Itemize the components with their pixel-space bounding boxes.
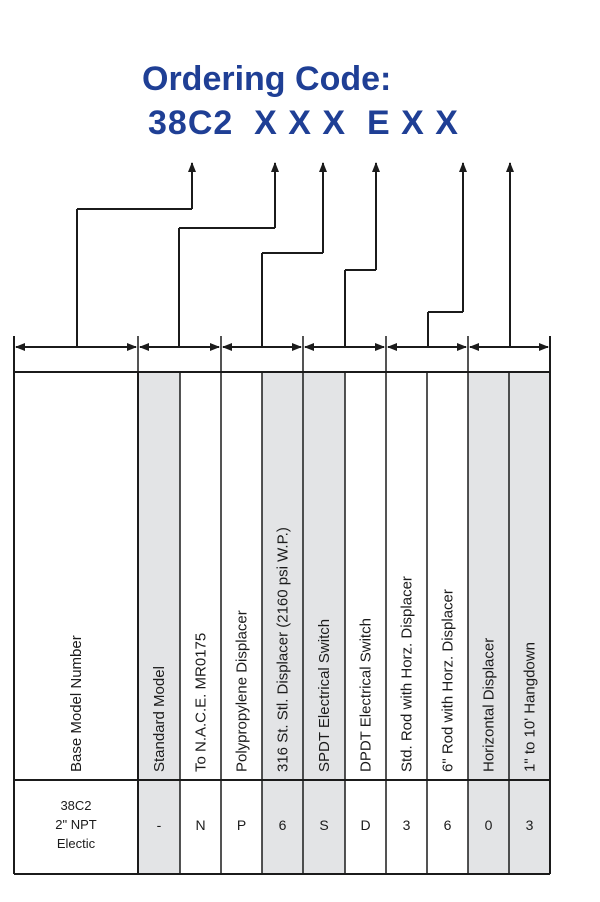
connector: [76, 162, 196, 346]
base-value-line: 38C2: [60, 798, 91, 813]
option-code: P: [237, 817, 246, 833]
shaded-cell: [468, 372, 509, 874]
option-code: 3: [403, 817, 411, 833]
table-frame: [14, 371, 550, 875]
connector: [344, 162, 380, 346]
connector: [178, 162, 279, 346]
shaded-cell: [138, 372, 180, 874]
base-value-line: 2" NPT: [55, 817, 97, 832]
option-label: DPDT Electrical Switch: [358, 618, 375, 772]
option-code: N: [195, 817, 205, 833]
connector: [427, 162, 467, 346]
option-label: 6" Rod with Horz. Displacer: [440, 589, 457, 772]
connector: [261, 162, 327, 346]
option-label: 316 St. Stl. Displacer (2160 psi W.P.): [275, 527, 292, 772]
option-code: 6: [444, 817, 452, 833]
shaded-cell: [262, 372, 303, 874]
base-model-label: Base Model Number: [68, 635, 85, 772]
option-label: 1" to 10' Hangdown: [522, 642, 539, 772]
ordering-code-pattern: 38C2 X X X E X X: [148, 104, 459, 142]
option-code: D: [360, 817, 370, 833]
option-code: S: [319, 817, 328, 833]
option-label: Polypropylene Displacer: [234, 610, 251, 772]
option-code: -: [157, 817, 162, 833]
option-labels: Base Model Number Standard Model To N.A.C…: [68, 527, 539, 772]
option-codes: 38C2 2" NPT Electic - N P 6 S D 3 6 0 3: [55, 798, 533, 851]
option-code: 6: [279, 817, 287, 833]
shaded-cell: [303, 372, 345, 874]
option-code: 3: [526, 817, 534, 833]
code-connectors: [76, 162, 514, 346]
ordering-code-title: Ordering Code:: [142, 60, 392, 98]
option-label: Horizontal Displacer: [481, 638, 498, 772]
column-dividers: [13, 336, 551, 874]
base-value-line: Electic: [57, 836, 96, 851]
option-label: SPDT Electrical Switch: [316, 619, 333, 772]
shaded-cell: [509, 372, 550, 874]
option-label: To N.A.C.E. MR0175: [193, 633, 210, 772]
option-label: Standard Model: [151, 666, 168, 772]
shaded-cells: [138, 372, 550, 874]
option-label: Std. Rod with Horz. Displacer: [399, 576, 416, 772]
option-code: 0: [485, 817, 493, 833]
